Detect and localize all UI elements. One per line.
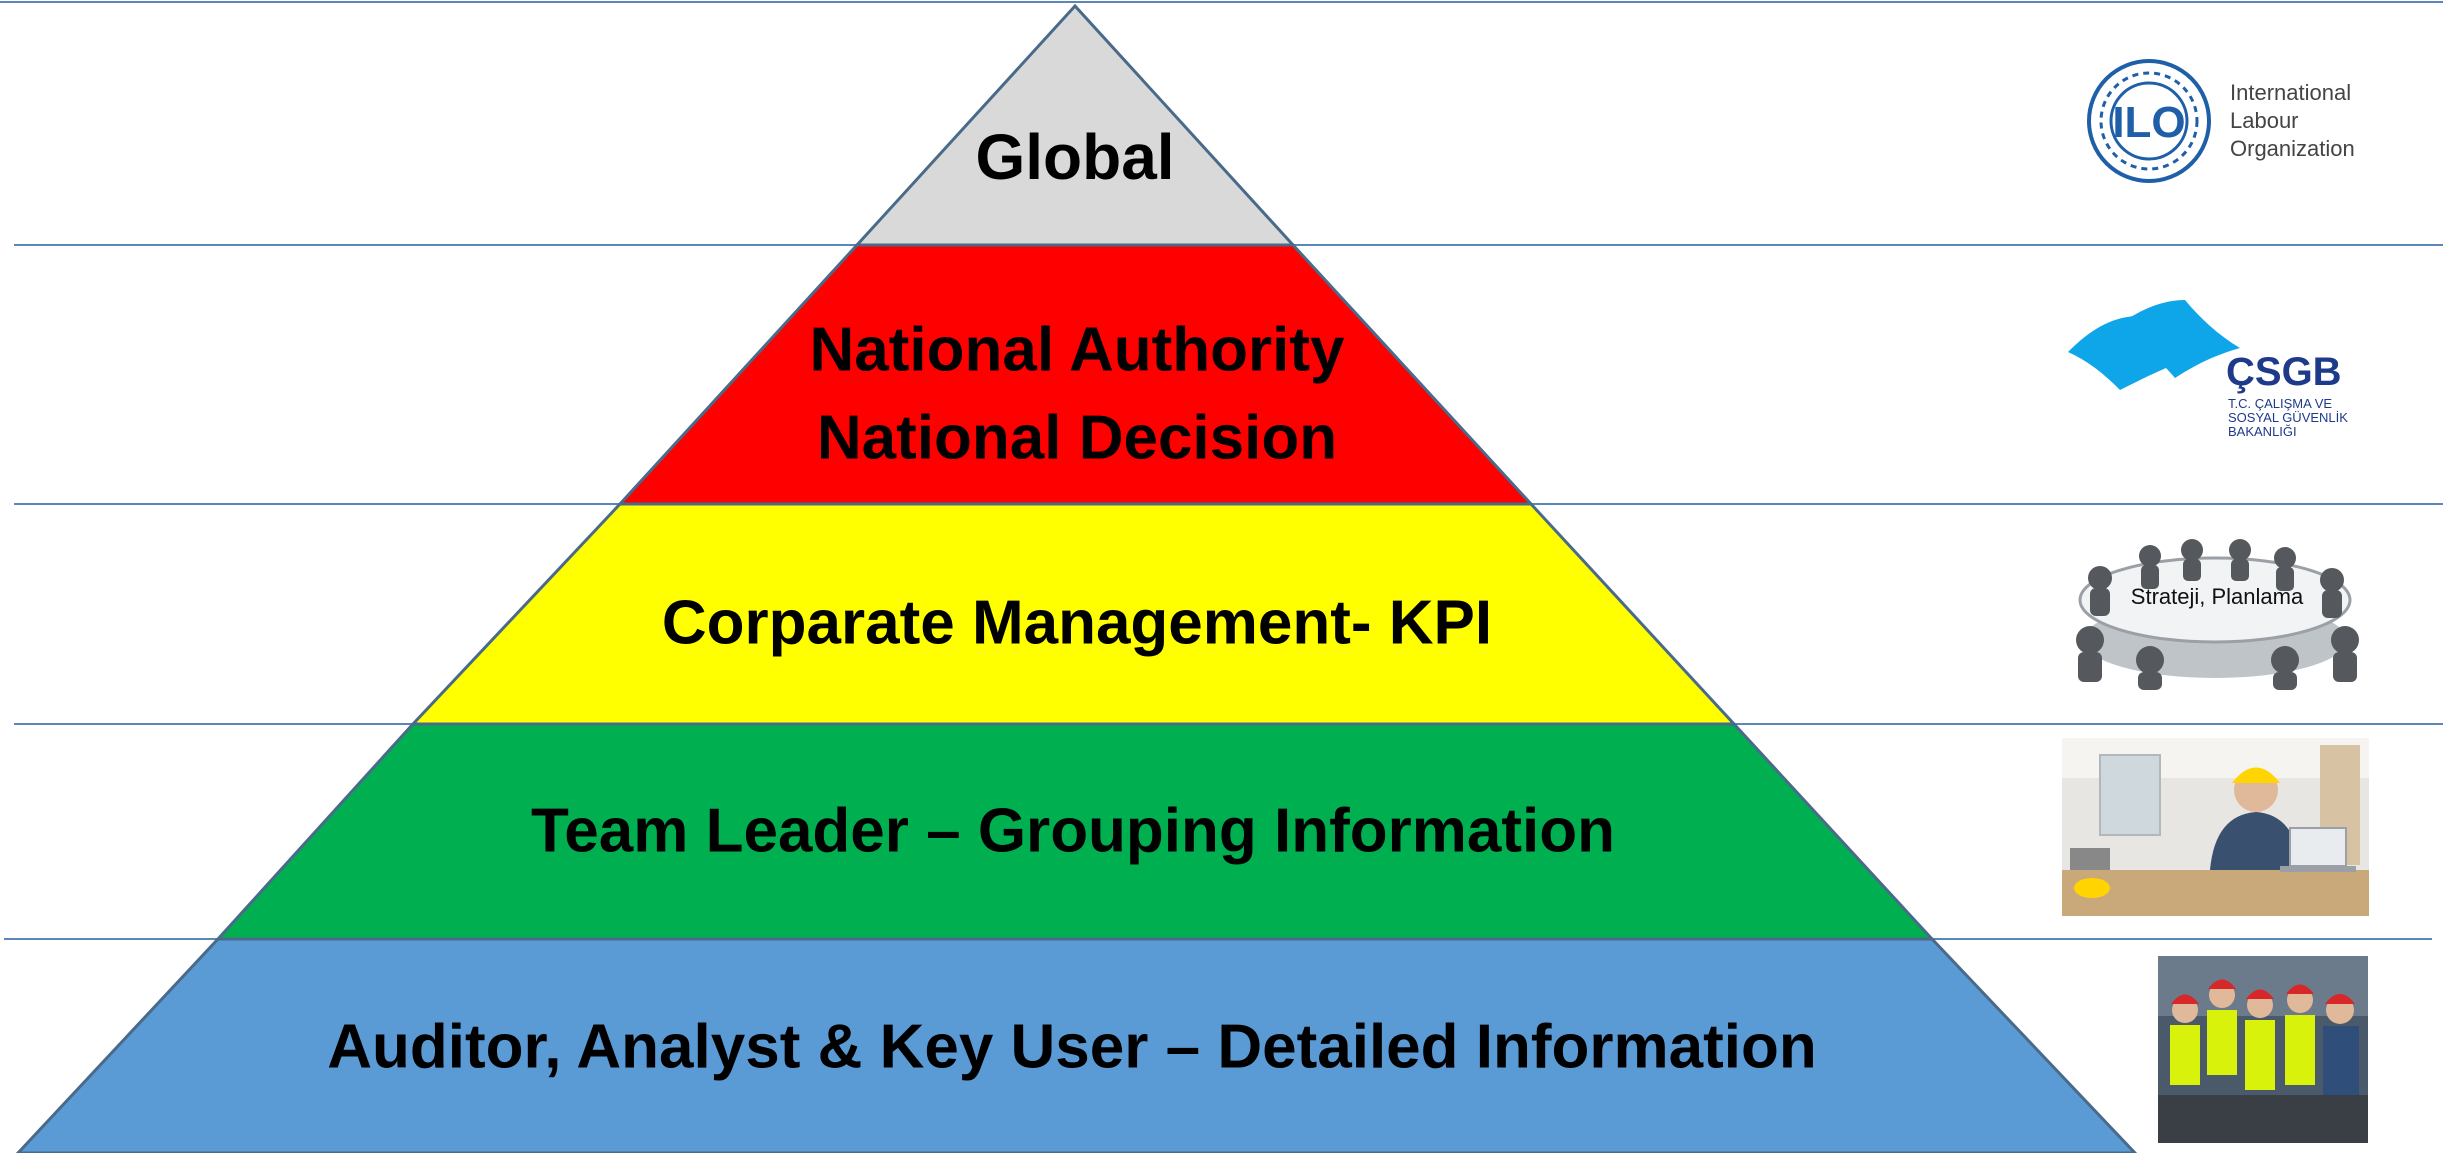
ilo-emblem-text: ILO [2112,98,2185,147]
ilo-name-line: International [2230,80,2351,105]
level-national-label-line2: National Decision [817,403,1337,472]
csgb-subtitle-line: SOSYAL GÜVENLİK [2228,410,2348,425]
level-labels: Global National Authority National Decis… [327,121,1816,1081]
csgb-logo: ÇSGB T.C. ÇALIŞMA VE SOSYAL GÜVENLİK BAK… [2068,300,2348,439]
ilo-emblem-icon: ILO [2087,59,2211,183]
csgb-acronym: ÇSGB [2226,350,2342,394]
level-corporate-label: Corparate Management- KPI [662,588,1492,657]
meeting-table-icon: Strateji, Planlama [2068,525,2362,690]
workers-photo-icon [2158,956,2368,1143]
level-auditor-band [15,937,2138,1153]
level-national-label-line1: National Authority [809,315,1345,384]
pyramid [15,3,2138,1153]
csgb-subtitle-line: T.C. ÇALIŞMA VE [2228,396,2332,411]
level-auditor-label: Auditor, Analyst & Key User – Detailed I… [327,1012,1816,1081]
csgb-subtitle-line: BAKANLIĞI [2228,424,2297,439]
level-global-label: Global [975,121,1174,193]
engineer-photo-icon [2062,738,2369,916]
ilo-name-line: Labour [2230,108,2299,133]
ilo-logo: ILO International Labour Organization [2087,59,2355,183]
level-team-leader-label: Team Leader – Grouping Information [531,796,1615,865]
meeting-table-text: Strateji, Planlama [2131,584,2304,609]
ilo-name-line: Organization [2230,136,2355,161]
csgb-wave-icon [2068,300,2240,390]
